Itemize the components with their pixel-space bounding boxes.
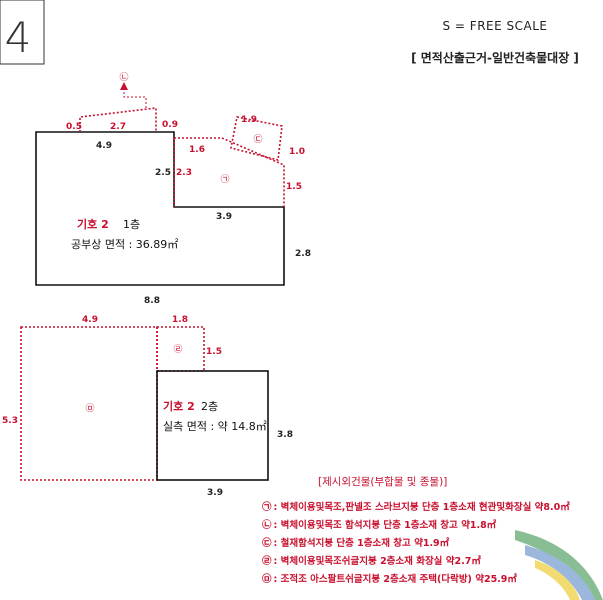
- legend-title: [제시외건물(부합물 및 종물)]: [318, 476, 447, 488]
- legend-item-e-text: : 조적조 아스팔트쉬글지붕 2층소재 주택(다락방) 약: [274, 573, 485, 585]
- dim-f1-top-right: 0.9: [162, 120, 178, 130]
- legend-item-e-mark: ㉤: [262, 573, 272, 585]
- legend-item-a: ㉠: 벽체이용및목조,판넬조 스라브지붕 단층 1층소재 현관및화장실 약8.0…: [262, 501, 570, 513]
- marker-d: ㉣: [173, 344, 182, 355]
- dim-f1-top-left: 0.5: [66, 122, 82, 132]
- legend-item-d-value: 2.7㎡: [454, 555, 481, 567]
- legend-item-c: ㉢: 철재함석지붕 단층 1층소재 창고 약1.9㎡: [262, 537, 450, 549]
- legend-item-c-value: 1.9㎡: [423, 537, 450, 549]
- dim-f1-right: 2.8: [295, 249, 311, 259]
- annex-c-outline: [230, 116, 283, 162]
- legend-item-d-text: : 벽체이용및목조쉬글지붕 2층소재 화장실 약: [274, 555, 455, 567]
- f1-label-floor: 1층: [123, 218, 140, 231]
- watermark-swoosh-logo: [515, 530, 603, 600]
- legend-item-b-text: : 벽체이용및목조 함석지붕 단층 1층소재 창고 약: [274, 519, 471, 531]
- f1-area-text: 공부상 면적 : 36.89㎡: [71, 238, 178, 251]
- f2-label-floor: 2층: [201, 400, 218, 413]
- annex-d-outline: [156, 326, 205, 372]
- dim-f1-bottom: 8.8: [144, 296, 160, 306]
- legend-item-e: ㉤: 조적조 아스팔트쉬글지붕 2층소재 주택(다락방) 약25.9㎡: [262, 573, 517, 585]
- dim-f1-small-top: 1.9: [241, 115, 257, 125]
- header-title: [ 면적산출근거-일반건축물대장 ]: [411, 50, 579, 65]
- marker-c: ㉢: [253, 134, 262, 145]
- f1-label-prefix: 기호 2: [77, 217, 109, 231]
- dim-f2-left-side: 5.3: [2, 416, 18, 426]
- f2-label-prefix: 기호 2: [163, 399, 195, 413]
- dim-f2-small-top: 1.8: [172, 315, 188, 325]
- dim-f1-small-right: 1.0: [289, 147, 305, 157]
- dim-f1-step-red: 2.3: [176, 168, 192, 178]
- dim-f2-right: 3.8: [277, 430, 293, 440]
- legend-item-c-text: : 철재함석지붕 단층 1층소재 창고 약: [274, 537, 424, 549]
- dim-f1-step-bottom: 3.9: [216, 212, 232, 222]
- dim-f1-diag: 1.6: [189, 145, 205, 155]
- legend-item-b-value: 1.8㎡: [470, 519, 497, 531]
- floor1-outline: [35, 131, 285, 286]
- legend-item-a-value: 8.0㎡: [543, 501, 570, 513]
- floor2-outline: [156, 370, 269, 481]
- legend-item-d-mark: ㉣: [262, 555, 272, 567]
- dim-f2-bottom: 3.9: [207, 488, 223, 498]
- dim-f1-inner-top: 4.9: [96, 141, 112, 151]
- dim-f1-right-red: 1.5: [286, 182, 302, 192]
- legend-item-b: ㉡: 벽체이용및목조 함석지붕 단층 1층소재 창고 약1.8㎡: [262, 519, 497, 531]
- dim-f1-step-vertical: 2.5: [155, 168, 171, 178]
- legend-item-d: ㉣: 벽체이용및목조쉬글지붕 2층소재 화장실 약2.7㎡: [262, 555, 481, 567]
- marker-e: ㉤: [85, 403, 94, 414]
- legend-item-a-mark: ㉠: [262, 501, 272, 513]
- page-number-box: 4: [0, 0, 45, 65]
- scale-text: S = FREE SCALE: [443, 19, 548, 33]
- legend-item-b-mark: ㉡: [262, 519, 272, 531]
- page-number: 4: [5, 13, 32, 62]
- dim-f1-top-mid: 2.7: [110, 122, 126, 132]
- dim-f2-small-right: 1.5: [206, 347, 222, 357]
- annex-b-outline: [79, 107, 157, 132]
- legend-item-a-text: : 벽체이용및목조,판넬조 스라브지붕 단층 1층소재 현관및화장실 약: [274, 501, 544, 513]
- f2-area-text: 실측 면적 : 약 14.8㎡: [163, 419, 267, 433]
- marker-a: ㉠: [220, 174, 229, 185]
- annex-a-outline: [174, 137, 285, 207]
- legend-item-e-value: 25.9㎡: [484, 573, 517, 585]
- legend-list: ㉠: 벽체이용및목조,판넬조 스라브지붕 단층 1층소재 현관및화장실 약8.0…: [262, 501, 570, 585]
- annex-b-pointer: ㉡: [119, 72, 147, 108]
- legend-item-c-mark: ㉢: [262, 537, 272, 549]
- dim-f2-left-top: 4.9: [82, 315, 98, 325]
- marker-b: ㉡: [119, 72, 128, 83]
